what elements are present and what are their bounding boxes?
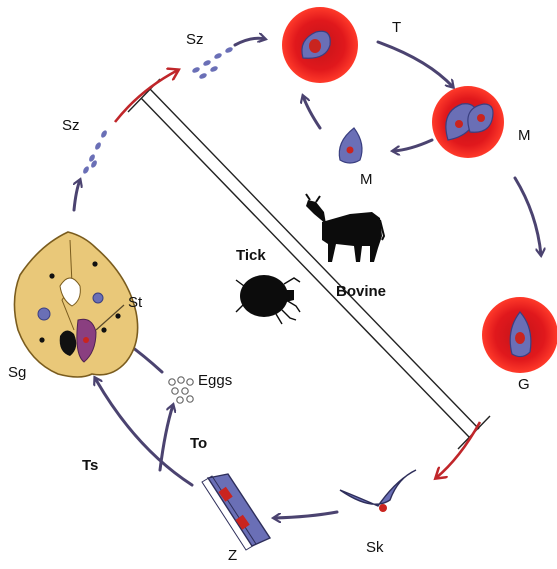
- erythrocyte-trophozoite: [282, 7, 358, 83]
- label-m-center: M: [360, 172, 373, 187]
- label-sk: Sk: [366, 540, 384, 555]
- bovine-to-tick-transition-arrow: [436, 422, 480, 478]
- arrow-z-to-eggs: [160, 405, 173, 470]
- label-ts: Ts: [82, 458, 98, 473]
- label-t: T: [392, 20, 401, 35]
- kinete-cell: [340, 470, 416, 512]
- label-g: G: [518, 377, 530, 392]
- label-tick: Tick: [236, 248, 266, 263]
- arrow-z-to-ts: [95, 378, 192, 485]
- salivary-gland: [14, 232, 137, 377]
- arrow-sz-to-rbc: [235, 38, 265, 45]
- label-z: Z: [228, 548, 237, 563]
- tick-silhouette: [236, 275, 300, 324]
- arrow-merozoite-rbc-to-gametocyte: [515, 178, 541, 255]
- free-merozoite: [339, 128, 362, 163]
- label-sz-top: Sz: [186, 32, 204, 47]
- zygote-cell: [202, 474, 270, 550]
- sporozoites-top: [191, 46, 233, 80]
- label-m-right: M: [518, 128, 531, 143]
- arrow-merozoite-rbc-to-free-merozoite: [393, 140, 432, 151]
- label-st: St: [128, 295, 142, 310]
- label-sg: Sg: [8, 365, 26, 380]
- cow-silhouette: [306, 194, 384, 262]
- arrow-gland-to-sz: [74, 180, 80, 210]
- label-bovine: Bovine: [336, 284, 386, 299]
- label-eggs: Eggs: [198, 373, 232, 388]
- arrow-merozoite-to-rbc: [303, 96, 320, 128]
- arrow-trophozoite-to-merozoite-rbc: [378, 42, 453, 87]
- erythrocyte-merozoites: [432, 86, 504, 158]
- arrow-sk-to-z: [274, 512, 337, 518]
- egg-cluster: [169, 377, 193, 403]
- sporozoites-left: [82, 129, 108, 174]
- erythrocyte-gametocyte: [482, 297, 557, 373]
- tick-to-bovine-transition-arrow: [115, 70, 178, 122]
- label-sz-left: Sz: [62, 118, 80, 133]
- label-to: To: [190, 436, 207, 451]
